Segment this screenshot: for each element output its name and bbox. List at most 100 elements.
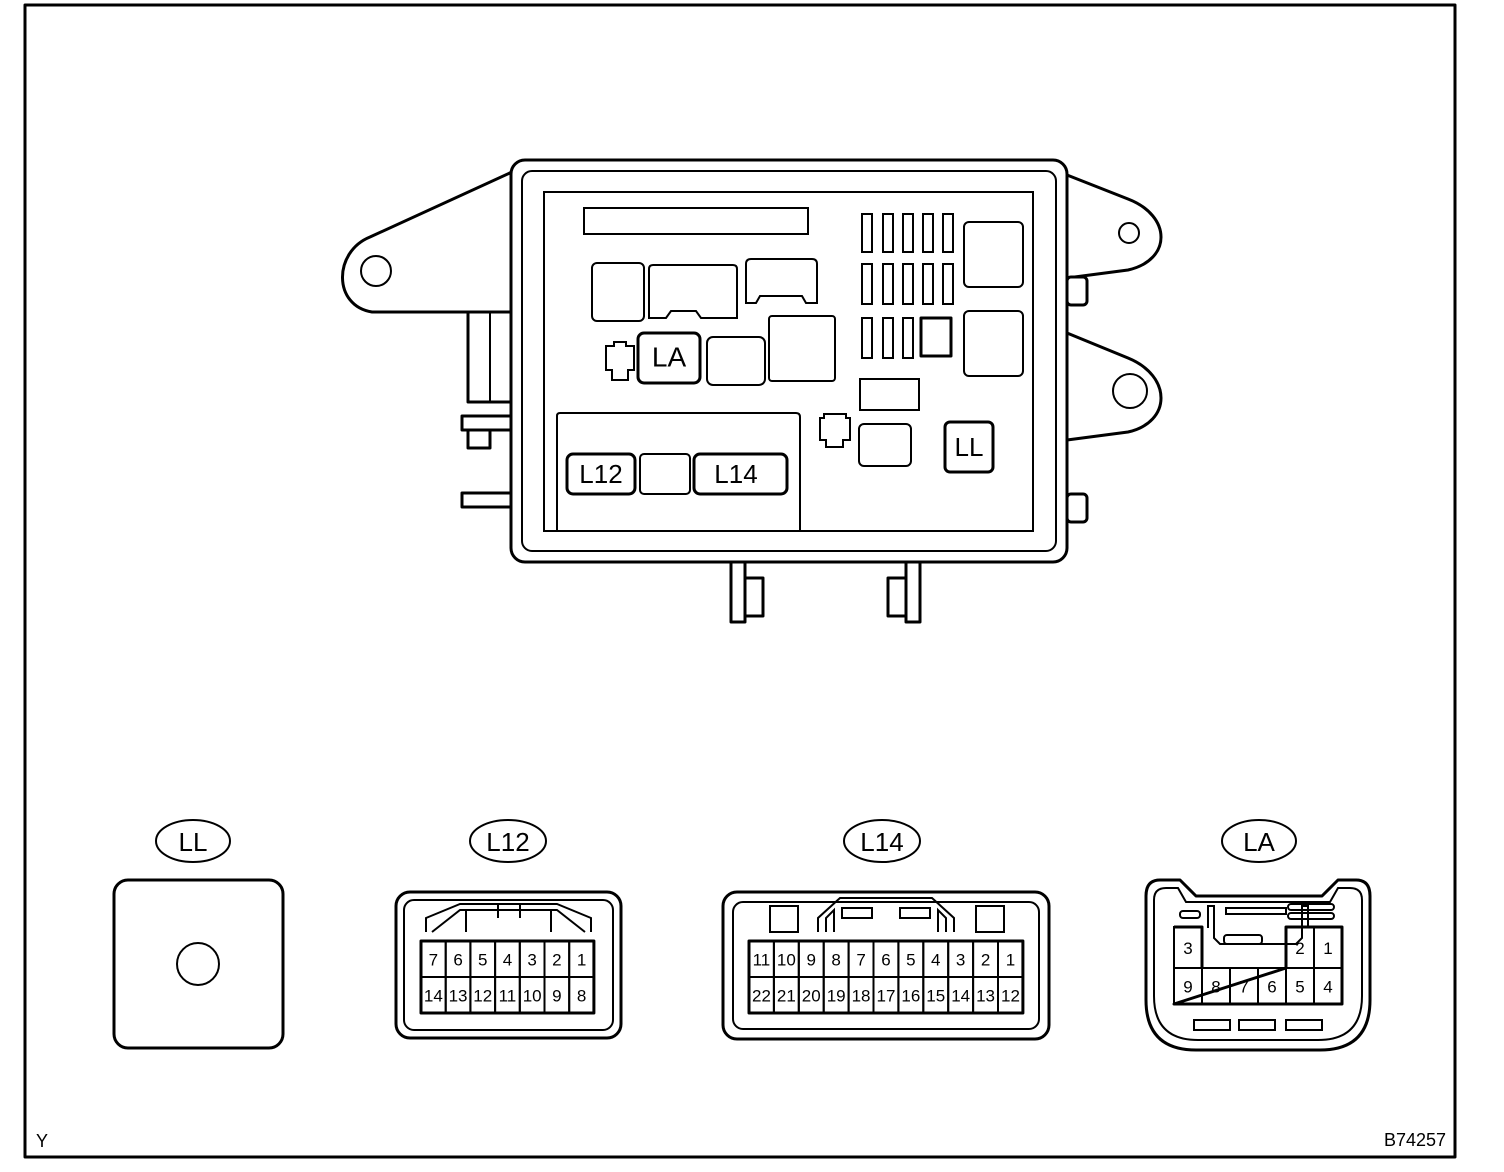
connector-la-pin: 5	[1295, 978, 1304, 997]
relay-square	[963, 310, 1024, 377]
connector-l14-pin: 19	[827, 987, 846, 1006]
connector-l12-pin: 13	[449, 987, 468, 1006]
connector-la-pin: 7	[1239, 978, 1248, 997]
connector-l12-pin: 10	[523, 987, 542, 1006]
junction-box: LA LL	[341, 158, 1163, 624]
left-mounting-ear	[341, 170, 513, 314]
connector-ll-label: LL	[179, 827, 208, 857]
small-plug	[819, 413, 851, 448]
connector-ll-terminal	[176, 942, 220, 986]
relay-block	[858, 423, 912, 467]
connector-l12-pin: 12	[473, 987, 492, 1006]
connector-l12-pin: 1	[577, 951, 586, 970]
connector-la-pin: 1	[1323, 939, 1332, 958]
right-lower-hole	[1112, 373, 1148, 409]
connector-l12-pin: 14	[424, 987, 443, 1006]
box-label-l12: L12	[579, 459, 622, 489]
connector-ll: LL	[112, 819, 285, 1050]
sub-panel	[556, 412, 801, 531]
box-body-inner	[521, 170, 1057, 552]
fuse-row-3	[861, 316, 953, 359]
connector-l14-pin: 13	[976, 987, 995, 1006]
connector-l14-label: L14	[860, 827, 903, 857]
box-socket-l12	[565, 452, 637, 496]
box-socket-ll	[943, 420, 995, 474]
connector-l14-pin: 6	[881, 951, 890, 970]
connector-l14-pin: 14	[951, 987, 970, 1006]
diagram-reference-code: B74257	[1384, 1130, 1446, 1150]
connector-l14-pin: 3	[956, 951, 965, 970]
right-tab-upper	[1065, 275, 1089, 307]
relay-block	[591, 262, 645, 322]
connector-l14-pin: 22	[752, 987, 771, 1006]
connector-l14-pin: 1	[1006, 951, 1015, 970]
connector-l12-label-oval	[469, 819, 547, 863]
small-plug	[605, 341, 635, 381]
connector-la-pin: 2	[1295, 939, 1304, 958]
box-label-la: LA	[652, 342, 687, 373]
connector-l14-label-oval	[843, 819, 921, 863]
fuse-row-1	[861, 213, 954, 253]
connector-la-pin: 6	[1267, 978, 1276, 997]
left-tab-upper	[460, 414, 514, 432]
bottom-leg-right	[886, 550, 922, 624]
connector-l14-key-right	[975, 905, 1005, 933]
connector-la-body	[1144, 878, 1372, 1052]
connector-l14-body	[721, 890, 1051, 1041]
fuse-row-2	[861, 263, 954, 305]
connector-l12-pin: 8	[577, 987, 586, 1006]
box-socket-l14	[692, 452, 789, 496]
relay-square	[963, 221, 1024, 288]
connector-la-label-oval	[1221, 819, 1297, 863]
top-slot	[583, 207, 809, 235]
right-tab-lower	[1065, 492, 1089, 524]
connector-la-key	[1285, 1019, 1323, 1031]
connector-l12-pin: 7	[429, 951, 438, 970]
connector-la-label: LA	[1243, 827, 1275, 857]
connector-l12-pin: 11	[499, 987, 517, 1006]
connector-l14-pin: 5	[906, 951, 915, 970]
connector-l14-pin: 8	[831, 951, 840, 970]
connector-l14-pin: 7	[856, 951, 865, 970]
relay-block	[706, 336, 766, 386]
box-label-ll: LL	[955, 432, 984, 462]
left-mounting-hole	[360, 255, 392, 287]
connector-l12-pin: 9	[552, 987, 561, 1006]
connector-ll-body	[112, 878, 285, 1050]
left-tab-lower	[460, 491, 514, 509]
box-body-outer	[509, 158, 1069, 564]
connector-l12-body	[394, 890, 623, 1040]
connector-l14-pin: 10	[777, 951, 796, 970]
connector-l14-pin: 21	[777, 987, 796, 1006]
relay-block	[745, 258, 818, 304]
connector-l12-pin: 6	[453, 951, 462, 970]
connector-la-pin: 9	[1183, 978, 1192, 997]
corner-code-left: Y	[36, 1131, 48, 1151]
connector-l14-key-left	[769, 905, 799, 933]
connector-l14-pin: 9	[807, 951, 816, 970]
fuse-slot	[859, 378, 920, 411]
relay-block	[639, 453, 691, 495]
connector-ll-label-oval	[155, 819, 231, 863]
connector-l14-pin: 20	[802, 987, 821, 1006]
connector-la-pin: 8	[1211, 978, 1220, 997]
connector-l12-pin: 3	[527, 951, 536, 970]
connector-l14-pin: 16	[901, 987, 920, 1006]
connector-l12-latch	[425, 903, 592, 932]
connector-l12-pin: 4	[503, 951, 512, 970]
connector-l14-pin: 12	[1001, 987, 1020, 1006]
connector-la-key	[1238, 1019, 1276, 1031]
box-socket-la	[636, 331, 702, 385]
box-panel	[543, 191, 1034, 532]
connector-l12-label: L12	[486, 827, 529, 857]
relay-block	[648, 264, 738, 319]
connector-la-pin: 3	[1183, 939, 1192, 958]
connector-l14-pin: 18	[852, 987, 871, 1006]
connector-l14-pin: 15	[926, 987, 945, 1006]
